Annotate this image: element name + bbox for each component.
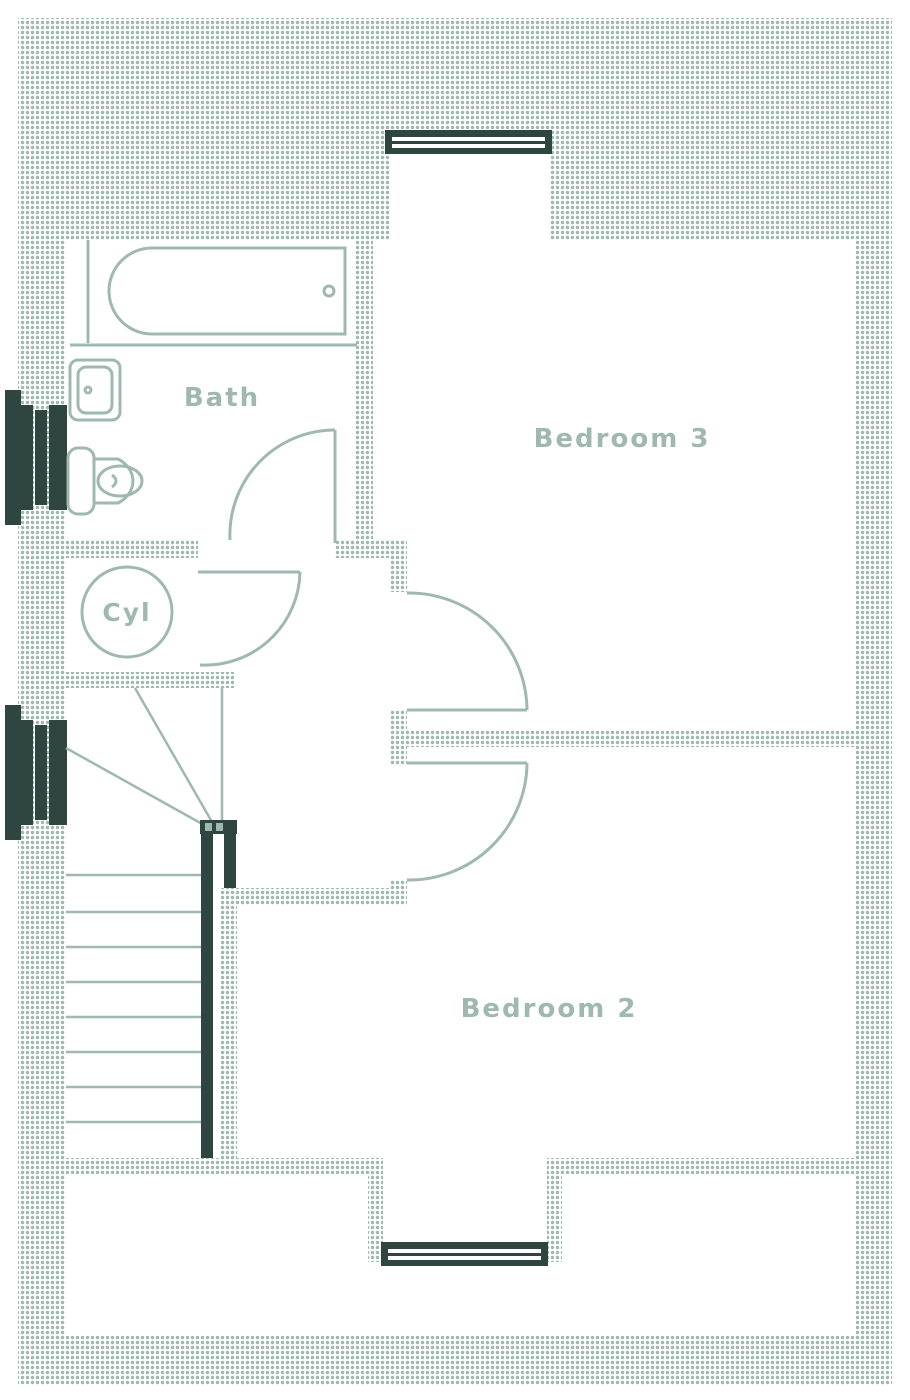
cyl-bottom-wall	[66, 672, 234, 688]
cyl-door	[198, 570, 302, 667]
landing-bedroom2-wall	[220, 888, 407, 905]
landing-wall-stub	[390, 710, 407, 765]
window-bottom	[381, 1242, 548, 1266]
basin	[68, 358, 122, 422]
bathtub	[70, 240, 357, 347]
bedroom2-label: Bedroom 2	[461, 994, 638, 1024]
cylinder-label: Cyl	[102, 598, 151, 627]
bedroom3-door	[406, 591, 529, 712]
window-left-lower	[5, 705, 67, 840]
bedroom3-bedroom2-wall	[390, 730, 856, 747]
bath-bedroom3-wall	[355, 240, 373, 543]
exterior-wall	[18, 18, 892, 1385]
bath-label: Bath	[184, 383, 260, 413]
bedroom3-label: Bedroom 3	[534, 424, 711, 454]
lower-dormer-wall	[66, 1158, 856, 1262]
bath-cyl-wall-left	[66, 540, 198, 558]
upper-dormer-wall	[66, 132, 856, 240]
bath-door	[228, 428, 337, 543]
window-top	[385, 130, 552, 154]
landing-rail	[224, 832, 236, 888]
window-left-upper	[5, 390, 67, 525]
toilet	[66, 446, 144, 516]
bedroom2-door	[406, 761, 529, 882]
stair-bedroom2-wall	[220, 888, 237, 1158]
landing-wall-upper	[390, 540, 407, 592]
staircase	[65, 687, 237, 1158]
bath-cyl-wall-right	[335, 540, 407, 558]
cylinder-tank	[80, 565, 174, 659]
stair-rail	[201, 822, 213, 1158]
